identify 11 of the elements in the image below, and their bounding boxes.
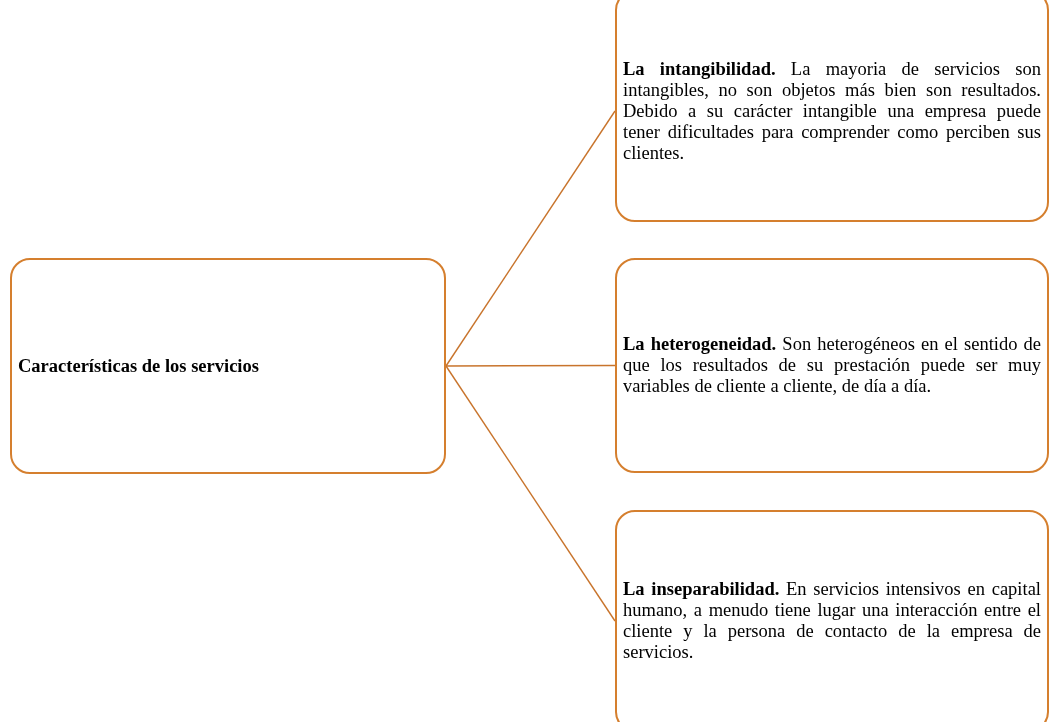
topic-box [10, 258, 446, 474]
description-text: La heterogeneidad. Son heterogéneos en el sentido de que los resultados de su prestación puede ser muy variables de cliente a cliente, de día a día. [623, 334, 1041, 397]
description-text: La inseparabilidad. En servicios intensivos en capital humano, a menudo tiene lugar una interacción entre el cliente y la persona de contacto de la empresa de servicios. [623, 579, 1041, 663]
topic-title: Características de los servicios [18, 355, 259, 377]
description-box [615, 510, 1049, 722]
connector-line [445, 110, 616, 367]
description-text: La intangibilidad. La mayoria de servicios son intangibles, no son objetos más bien son resultados. Debido a su carácter intangible una empresa puede tener dificultades para comprender como perciben sus clientes. [623, 58, 1041, 164]
connector-line [445, 365, 616, 622]
description-box [615, 0, 1049, 222]
connector-line [445, 364, 616, 367]
description-box [615, 258, 1049, 473]
